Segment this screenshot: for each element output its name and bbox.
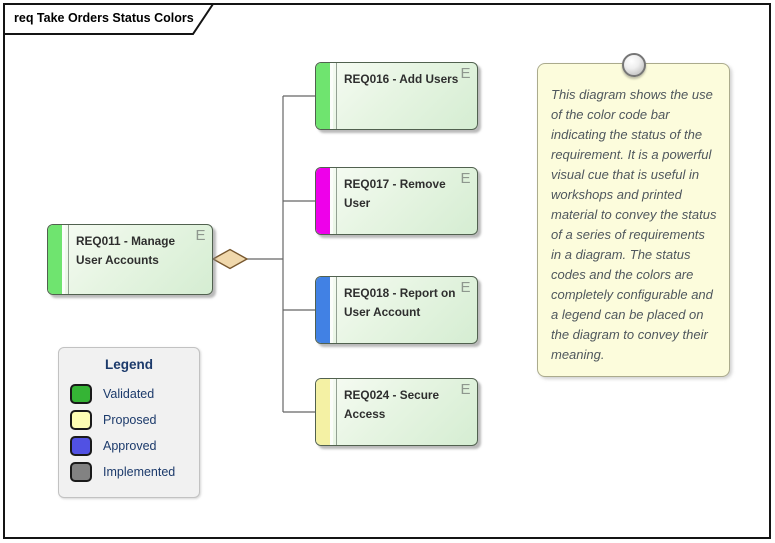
status-bar-separator: [336, 379, 337, 445]
legend-label: Proposed: [103, 413, 157, 427]
status-bar-separator: [68, 225, 69, 294]
aggregation-diamond-icon[interactable]: [211, 248, 249, 270]
legend-items: Validated Proposed Approved Implemented: [59, 381, 199, 485]
legend-swatch-approved: [70, 436, 92, 456]
legend-item-proposed: Proposed: [70, 407, 199, 433]
legend-label: Implemented: [103, 465, 176, 479]
status-color-bar: [316, 168, 333, 234]
legend-panel[interactable]: Legend Validated Proposed Approved Imple…: [58, 347, 200, 498]
status-bar-separator: [336, 277, 337, 343]
legend-title: Legend: [104, 357, 153, 372]
status-color-bar: [48, 225, 65, 294]
requirement-req017[interactable]: REQ017 - Remove User E: [315, 167, 478, 235]
status-color-bar: [316, 277, 333, 343]
requirement-req018[interactable]: REQ018 - Report on User Account E: [315, 276, 478, 344]
legend-label: Validated: [103, 387, 155, 401]
external-requirement-icon: E: [460, 381, 471, 398]
external-requirement-icon: E: [460, 65, 471, 82]
requirement-name: REQ017 - Remove User: [344, 177, 446, 210]
legend-item-approved: Approved: [70, 433, 199, 459]
legend-label: Approved: [103, 439, 157, 453]
requirement-req011[interactable]: REQ011 - Manage User Accounts E: [47, 224, 213, 295]
requirement-name: REQ018 - Report on User Account: [344, 286, 456, 319]
legend-swatch-validated: [70, 384, 92, 404]
status-color-bar: [316, 63, 333, 129]
note-element[interactable]: This diagram shows the use of the color …: [537, 53, 730, 377]
status-bar-separator: [336, 63, 337, 129]
legend-swatch-proposed: [70, 410, 92, 430]
note-text: This diagram shows the use of the color …: [551, 87, 717, 362]
requirement-name: REQ024 - Secure Access: [344, 388, 440, 421]
requirement-req024[interactable]: REQ024 - Secure Access E: [315, 378, 478, 446]
requirement-name: REQ016 - Add Users: [344, 72, 459, 86]
legend-item-validated: Validated: [70, 381, 199, 407]
legend-item-implemented: Implemented: [70, 459, 199, 485]
frame-title-tab: [3, 3, 215, 35]
aggregation-connector-lines[interactable]: [247, 95, 315, 413]
status-color-bar: [316, 379, 333, 445]
status-bar-separator: [336, 168, 337, 234]
external-requirement-icon: E: [195, 227, 206, 244]
external-requirement-icon: E: [460, 279, 471, 296]
legend-swatch-implemented: [70, 462, 92, 482]
pin-icon: [621, 53, 646, 77]
diagram-frame: [3, 3, 771, 539]
requirement-name: REQ011 - Manage User Accounts: [76, 234, 176, 267]
external-requirement-icon: E: [460, 170, 471, 187]
requirement-req016[interactable]: REQ016 - Add Users E: [315, 62, 478, 130]
frame-title: req Take Orders Status Colors: [14, 11, 194, 25]
